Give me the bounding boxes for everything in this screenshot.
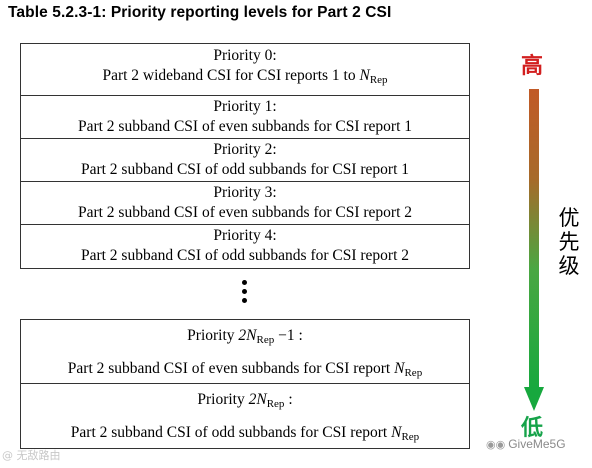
priority-description: Part 2 subband CSI of even subbands for …: [77, 118, 413, 135]
priority-label: Priority 2:: [213, 141, 277, 158]
priority-label: Priority 4:: [213, 227, 277, 244]
ellipsis-dot: [242, 289, 247, 294]
var-n: N: [394, 360, 405, 377]
high-label: 高: [521, 54, 544, 79]
table-title: Table 5.2.3-1: Priority reporting levels…: [8, 4, 392, 21]
wechat-icon: ◉◉: [486, 439, 506, 451]
priority-label: Priority 3:: [213, 184, 277, 201]
priority-table-top: Priority 0: Part 2 wideband CSI for CSI …: [20, 43, 470, 269]
num-2: 2: [238, 327, 247, 344]
subscript-rep: Rep: [266, 398, 285, 410]
priority-row-0: Priority 0: Part 2 wideband CSI for CSI …: [21, 44, 469, 96]
priority-description: Part 2 subband CSI of even subbands for …: [77, 204, 413, 221]
label-char: 先: [558, 230, 580, 254]
priority-row-1: Priority 1: Part 2 subband CSI of even s…: [21, 96, 469, 139]
priority-table-bottom: Priority 2NRep −1 : Part 2 subband CSI o…: [20, 319, 470, 449]
subscript-rep: Rep: [401, 431, 420, 443]
label-suffix: :: [284, 391, 293, 408]
watermark-text: GiveMe5G: [508, 437, 566, 451]
label-text: Priority: [197, 391, 249, 408]
priority-description: Part 2 wideband CSI for CSI reports 1 to…: [21, 66, 469, 90]
priority-vertical-label: 优 先 级: [556, 206, 582, 278]
label-char: 级: [558, 254, 580, 278]
ellipsis-dot: [242, 298, 247, 303]
priority-row-2: Priority 2: Part 2 subband CSI of odd su…: [21, 139, 469, 182]
description-text: Part 2 subband CSI of even subbands for …: [67, 360, 395, 377]
priority-description: Part 2 subband CSI of odd subbands for C…: [80, 161, 410, 178]
priority-label: Priority 2NRep −1 :: [21, 326, 469, 350]
description-text: Part 2 subband CSI of odd subbands for C…: [70, 424, 392, 441]
priority-description: Part 2 subband CSI of odd subbands for C…: [80, 247, 410, 264]
subscript-rep: Rep: [256, 334, 275, 346]
priority-label: Priority 1:: [213, 98, 277, 115]
arrow-down-icon: [524, 387, 544, 411]
var-n: N: [246, 327, 257, 344]
priority-row-4: Priority 4: Part 2 subband CSI of odd su…: [21, 225, 469, 268]
label-char: 优: [558, 206, 580, 230]
label-suffix: −1 :: [274, 327, 303, 344]
var-n: N: [391, 424, 402, 441]
subscript-rep: Rep: [404, 367, 423, 379]
subscript-rep: Rep: [369, 74, 388, 86]
label-text: Priority: [187, 327, 239, 344]
priority-row-3: Priority 3: Part 2 subband CSI of even s…: [21, 182, 469, 225]
priority-label: Priority 0:: [213, 47, 277, 64]
vertical-ellipsis: [242, 280, 248, 307]
watermark-left: @ 无敌路由: [2, 449, 61, 462]
low-label: 低: [521, 416, 544, 441]
priority-description: Part 2 subband CSI of even subbands for …: [21, 359, 469, 383]
priority-row-2nrep: Priority 2NRep : Part 2 subband CSI of o…: [21, 384, 469, 448]
ellipsis-dot: [242, 280, 247, 285]
priority-arrow-shaft: [529, 89, 539, 389]
var-n: N: [256, 391, 267, 408]
num-2: 2: [248, 391, 257, 408]
description-text: Part 2 wideband CSI for CSI reports 1 to: [102, 67, 360, 84]
priority-row-2nrep-minus-1: Priority 2NRep −1 : Part 2 subband CSI o…: [21, 320, 469, 384]
priority-label: Priority 2NRep :: [21, 390, 469, 414]
watermark-right: ◉◉GiveMe5G: [486, 437, 566, 451]
var-n: N: [359, 67, 370, 84]
priority-description: Part 2 subband CSI of odd subbands for C…: [21, 423, 469, 447]
